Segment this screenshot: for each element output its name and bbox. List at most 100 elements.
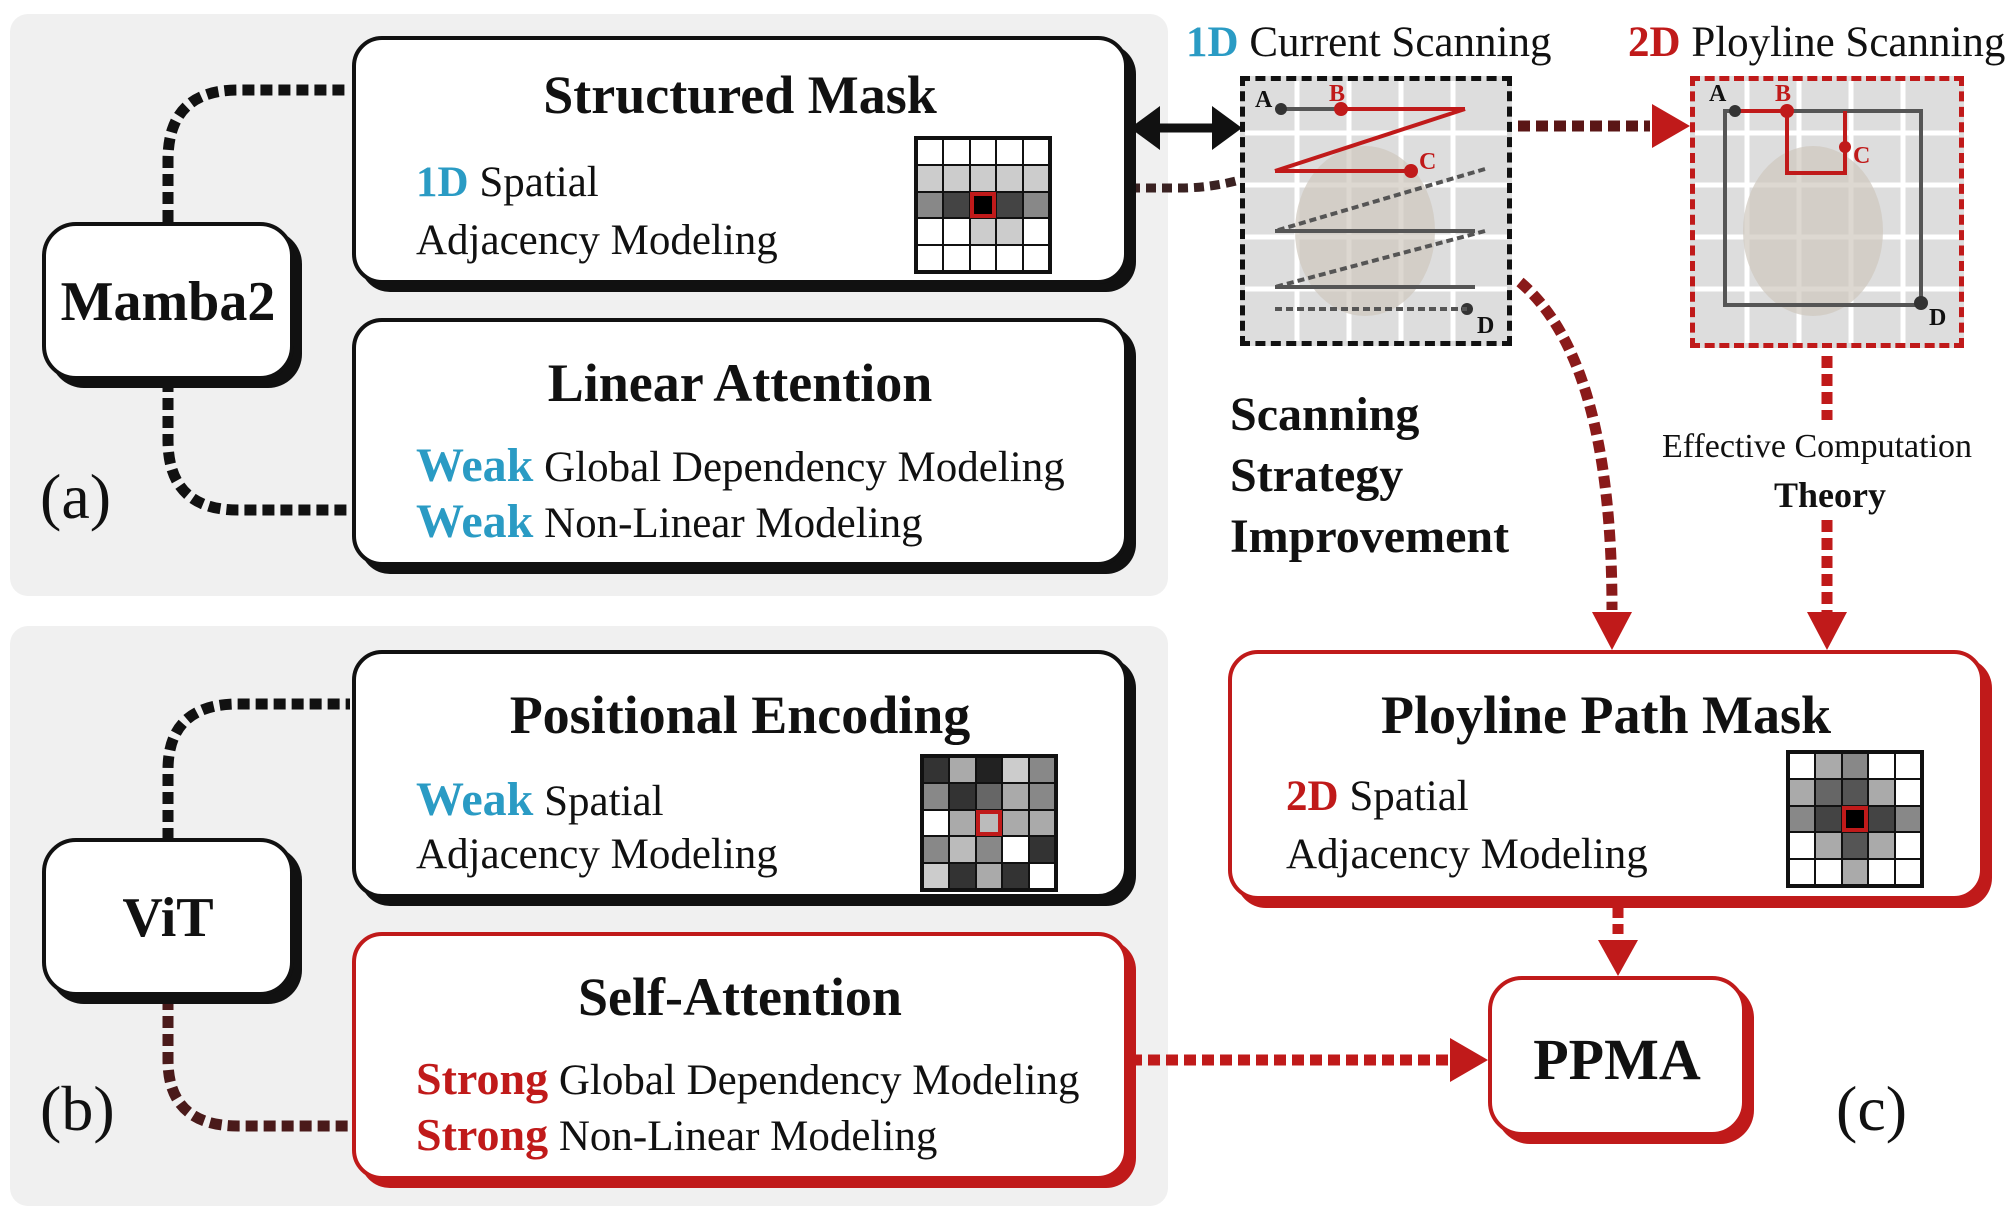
grid-cell: [1815, 858, 1842, 885]
grid-cell: [1868, 805, 1895, 833]
self-attention-title: Self-Attention: [578, 967, 902, 1027]
grid-cell: [923, 836, 950, 863]
grid-cell: [1841, 805, 1869, 833]
grid-cell: [1028, 862, 1055, 889]
mamba2-to-linear-attention: [162, 380, 350, 516]
grid-cell: [1789, 753, 1816, 780]
vit-label: ViT: [122, 887, 214, 949]
scan-1d-point-c: C: [1419, 149, 1436, 175]
grid-cell: [969, 244, 997, 271]
panel-a-label: (a): [40, 461, 112, 532]
linear-attention-line2: Weak Non-Linear Modeling: [416, 495, 923, 548]
positional-encoding-title: Positional Encoding: [509, 685, 971, 745]
grid-cell: [917, 139, 944, 166]
mamba2-box: Mamba2: [42, 222, 294, 380]
structured-mask-grid: [914, 136, 1052, 274]
grid-cell: [969, 139, 997, 166]
scan-1d-paths: A B C D: [1245, 81, 1507, 341]
grid-cell: [1894, 753, 1921, 780]
ppm-grid: [1786, 750, 1924, 888]
grid-cell: [1868, 858, 1895, 885]
grid-cell: [949, 783, 976, 810]
grid-cell: [1022, 165, 1049, 192]
structured-mask-box: Structured Mask 1D Spatial Adjacency Mod…: [352, 36, 1128, 284]
panel-b-label: (b): [40, 1073, 115, 1144]
grid-cell: [975, 809, 1003, 837]
grid-cell: [943, 191, 970, 219]
scanning-strategy-label: Scanning Strategy Improvement: [1230, 388, 1510, 563]
grid-cell: [1841, 753, 1869, 780]
vit-to-positional-encoding: [162, 698, 350, 840]
ppma-box: PPMA: [1488, 976, 1746, 1136]
panel-c-label: (c): [1836, 1073, 1908, 1144]
mamba2-to-structured-mask: [162, 84, 350, 222]
grid-cell: [1789, 858, 1816, 885]
grid-cell: [917, 244, 944, 271]
effective-computation-label: Effective Computation: [1662, 428, 1973, 465]
grid-cell: [1789, 779, 1816, 806]
positional-encoding-line2: Adjacency Modeling: [416, 831, 778, 878]
linear-attention-line1: Weak Global Dependency Modeling: [416, 439, 1065, 492]
grid-cell: [1841, 858, 1869, 885]
vit-box: ViT: [42, 838, 294, 996]
positional-encoding-box: Positional Encoding Weak Spatial Adjacen…: [352, 650, 1128, 898]
grid-cell: [917, 218, 944, 245]
grid-cell: [1002, 757, 1029, 784]
mamba2-label: Mamba2: [60, 271, 276, 333]
ppma-label: PPMA: [1533, 1027, 1701, 1092]
grid-cell: [1789, 832, 1816, 859]
grid-cell: [1028, 836, 1055, 863]
grid-cell: [1841, 832, 1869, 859]
grid-cell: [996, 218, 1023, 245]
ployline-path-mask-title: Ployline Path Mask: [1380, 685, 1831, 745]
positional-encoding-grid: [920, 754, 1058, 892]
grid-cell: [1841, 779, 1869, 806]
grid-cell: [1868, 753, 1895, 780]
grid-cell: [1022, 244, 1049, 271]
grid-cell: [1002, 783, 1029, 810]
grid-cell: [996, 191, 1023, 219]
structured-mask-1d-highlight: 1D: [416, 159, 469, 206]
grid-cell: [996, 165, 1023, 192]
grid-cell: [949, 809, 976, 837]
grid-cell: [969, 191, 997, 219]
grid-cell: [1868, 832, 1895, 859]
grid-cell: [943, 139, 970, 166]
grid-cell: [949, 836, 976, 863]
grid-cell: [943, 244, 970, 271]
grid-cell: [975, 783, 1003, 810]
grid-cell: [996, 139, 1023, 166]
scan-2d-point-b: B: [1775, 81, 1791, 107]
grid-cell: [1789, 805, 1816, 833]
grid-cell: [1022, 218, 1049, 245]
grid-cell: [1815, 805, 1842, 833]
self-attention-line2: Strong Non-Linear Modeling: [416, 1109, 938, 1160]
scan-1d-image: A B C D: [1240, 76, 1512, 346]
grid-cell: [1028, 757, 1055, 784]
scan-1d-point-b: B: [1329, 81, 1345, 107]
grid-cell: [975, 862, 1003, 889]
theory-label: Theory: [1774, 475, 1886, 515]
mask-to-scan-connector: [1130, 175, 1242, 193]
grid-cell: [1028, 783, 1055, 810]
self-attention-box: Self-Attention Strong Global Dependency …: [352, 932, 1128, 1180]
grid-cell: [975, 757, 1003, 784]
grid-cell: [1815, 779, 1842, 806]
grid-cell: [969, 165, 997, 192]
scan-1d-to-ppm-arrow: [1516, 277, 1618, 611]
grid-cell: [1028, 809, 1055, 837]
vit-to-self-attention: [162, 998, 350, 1132]
grid-cell: [949, 862, 976, 889]
positional-encoding-line1: Weak Spatial: [416, 773, 664, 826]
grid-cell: [1002, 836, 1029, 863]
grid-cell: [943, 165, 970, 192]
structured-mask-title: Structured Mask: [543, 65, 937, 125]
scan-2d-image: A B C D: [1690, 76, 1964, 348]
grid-cell: [975, 836, 1003, 863]
grid-cell: [996, 244, 1023, 271]
grid-cell: [1022, 139, 1049, 166]
grid-cell: [917, 165, 944, 192]
grid-cell: [1002, 862, 1029, 889]
scan-2d-point-a: A: [1709, 81, 1727, 107]
grid-cell: [1815, 753, 1842, 780]
